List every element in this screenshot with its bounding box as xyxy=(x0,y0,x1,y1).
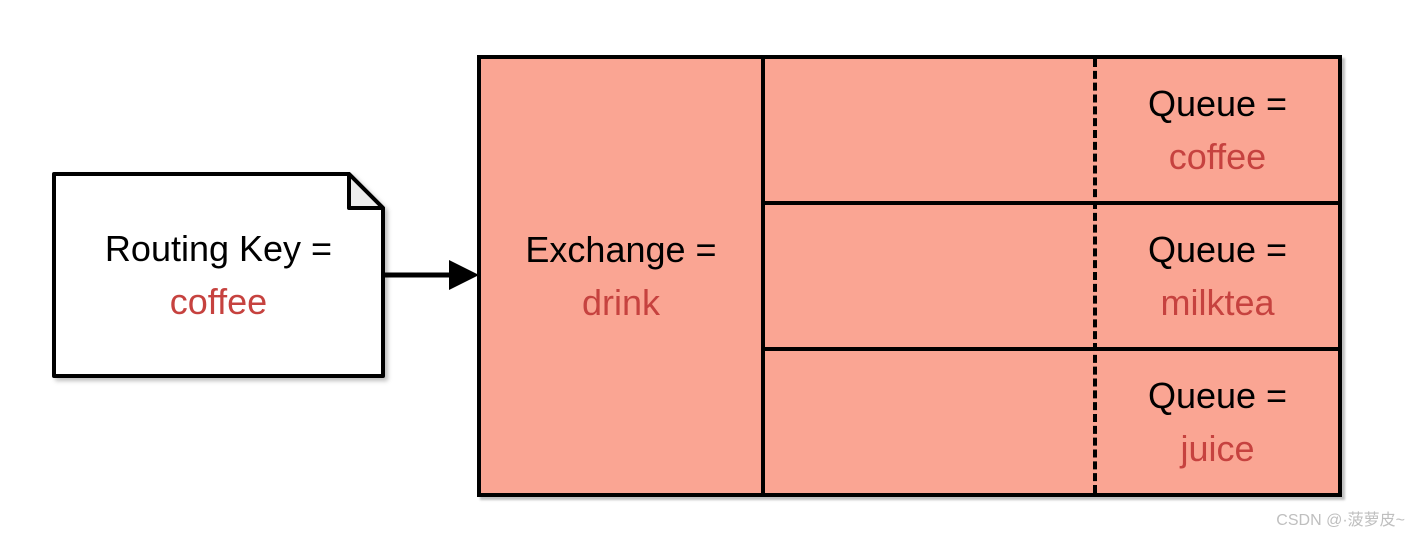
routing-key-label: Routing Key = xyxy=(104,228,333,269)
queue-text: Queue = juice xyxy=(1097,351,1338,493)
exchange-cell: Exchange = drink xyxy=(481,59,765,493)
folded-corner xyxy=(347,172,385,210)
queue-row-juice: Queue = juice xyxy=(765,347,1338,493)
queue-row-coffee: Queue = coffee xyxy=(765,59,1338,201)
routing-key-value: coffee xyxy=(169,281,268,322)
queue-value: juice xyxy=(1180,428,1255,469)
queue-value: coffee xyxy=(1168,136,1267,177)
queue-row-milktea: Queue = milktea xyxy=(765,201,1338,347)
exchange-queues-box: Exchange = drink Queue = coffee Queue = … xyxy=(477,55,1342,497)
queue-label: Queue = xyxy=(1147,83,1288,124)
queue-label: Queue = xyxy=(1147,375,1288,416)
routing-key-text: Routing Key = coffee xyxy=(52,172,385,378)
exchange-label: Exchange = xyxy=(525,229,717,270)
routing-arrow xyxy=(385,260,479,290)
routing-key-note: Routing Key = coffee xyxy=(52,172,385,378)
exchange-value: drink xyxy=(581,282,661,323)
queue-label: Queue = xyxy=(1147,229,1288,270)
watermark: CSDN @·菠萝皮~ xyxy=(1276,512,1405,529)
queues-column: Queue = coffee Queue = milktea Queue = j… xyxy=(765,59,1338,493)
queue-value: milktea xyxy=(1160,282,1275,323)
arrow-head xyxy=(449,260,479,290)
queue-text: Queue = milktea xyxy=(1097,205,1338,347)
binding-dashed-line xyxy=(1093,59,1097,493)
note-shape xyxy=(52,172,385,378)
queue-text: Queue = coffee xyxy=(1097,59,1338,201)
